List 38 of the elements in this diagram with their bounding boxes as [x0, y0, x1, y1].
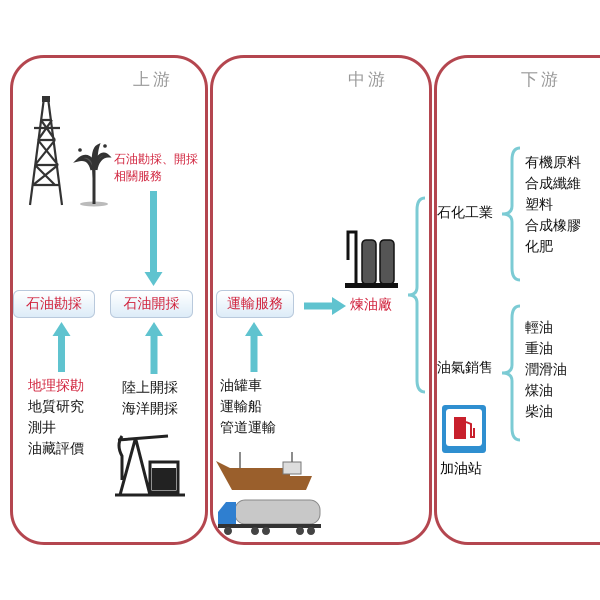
panel-heading: 中游: [348, 69, 388, 91]
arrow: [304, 297, 346, 315]
list-item: 海洋開採: [122, 400, 179, 419]
process-box: 運輸服務: [216, 290, 294, 318]
list-item: 陸上開採: [122, 379, 179, 398]
node-label: 石油勘採、開採相關服務: [114, 151, 199, 185]
list-item: 潤滑油: [525, 361, 568, 380]
list-item: 管道運輸: [220, 419, 277, 438]
panel-heading: 上游: [133, 69, 173, 91]
list-item: 化肥: [525, 238, 554, 257]
node-label: 石化工業: [437, 204, 494, 223]
list-item: 煤油: [525, 382, 554, 401]
list-item: 輕油: [525, 319, 554, 338]
list-item: 柴油: [525, 403, 554, 422]
node-label: 油氣銷售: [437, 359, 494, 378]
arrow: [52, 322, 70, 372]
arrow: [144, 191, 162, 286]
list-item: 運輸船: [220, 398, 263, 417]
panel-heading: 下游: [521, 69, 561, 91]
arrow: [145, 322, 163, 374]
arrow: [245, 322, 263, 372]
list-item: 合成橡膠: [525, 217, 582, 236]
stage-panel: [210, 55, 432, 545]
list-item: 有機原料: [525, 154, 582, 173]
list-item: 油罐車: [220, 377, 263, 396]
node-label: 加油站: [440, 460, 482, 478]
process-box: 石油開採: [110, 290, 193, 318]
process-box: 石油勘採: [13, 290, 95, 318]
list-item: 測井: [28, 419, 57, 438]
list-item: 合成纖維: [525, 175, 582, 194]
list-item: 地質研究: [28, 398, 85, 417]
list-item: 地理探勘: [28, 377, 85, 396]
node-label: 煉油廠: [350, 296, 393, 315]
stage-panel: [10, 55, 208, 545]
list-item: 油藏評價: [28, 440, 85, 459]
stage-panel: [434, 55, 600, 545]
list-item: 重油: [525, 340, 554, 359]
list-item: 塑料: [525, 196, 554, 215]
